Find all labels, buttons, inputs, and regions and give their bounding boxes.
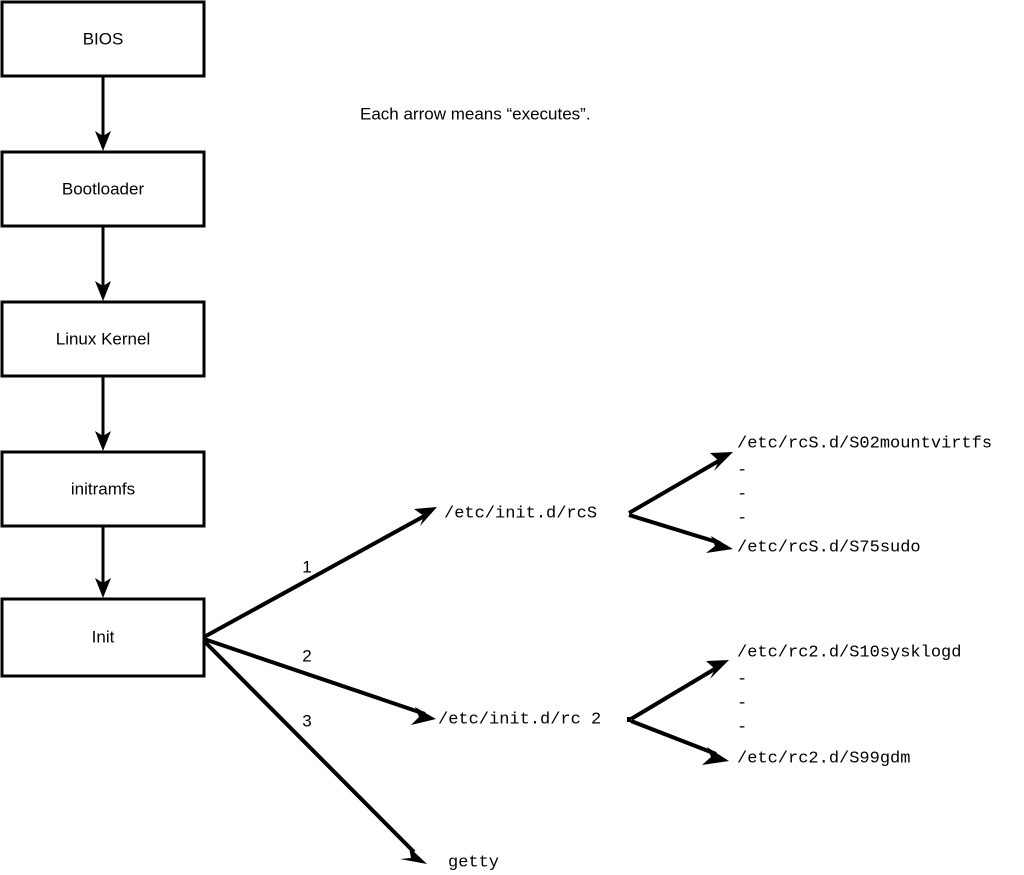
arrowhead-bios-to-bootloader [95,131,111,151]
rcs-script-fan [627,452,733,553]
init-branch-3: 3 [202,639,427,864]
rc2-script-fan [627,660,729,765]
box-bios-rect [0,0,206,78]
rc2-fan-lower-arrowhead [702,747,729,765]
rcs-script-last-label: /etc/rcS.d/S75sudo [737,538,921,557]
rcs-fan-upper-line [627,457,724,515]
box-linux-kernel[interactable]: Linux Kernel [0,300,206,378]
branch-target-rcs-label: /etc/init.d/rcS [444,504,597,523]
box-init[interactable]: Init [0,597,206,678]
rcs-ellipsis-dash-2: - [737,485,747,504]
rc2-script-last-label: /etc/rc2.d/S99gdm [737,749,910,768]
box-initramfs-label: initramfs [71,479,135,498]
box-init-label: Init [92,627,115,646]
box-linux-kernel-rect [0,300,206,378]
box-bios-label: BIOS [83,29,124,48]
arrowhead-kernel-to-initramfs [95,431,111,451]
box-initramfs-rect [0,450,206,528]
branch-1-line [203,512,429,639]
rc2-ellipsis-dash-2: - [737,694,747,713]
box-bios[interactable]: BIOS [0,0,206,78]
rcs-ellipsis-dash-3: - [737,509,747,528]
arrowhead-initramfs-to-init [95,578,111,598]
branch-2-number: 2 [302,646,311,665]
branch-2-line [203,637,426,716]
branch-3-line [202,639,416,854]
box-init-rect [0,597,206,678]
branch-3-arrowhead [400,847,427,864]
rc2-ellipsis-dash-1: - [737,670,747,689]
box-bootloader[interactable]: Bootloader [0,150,206,228]
rc2-fan-upper-arrowhead [706,660,729,679]
rcs-script-first-label: /etc/rcS.d/S02mountvirtfs [737,434,992,453]
rc2-ellipsis-dash-3: - [737,718,747,737]
rc2-script-first-label: /etc/rc2.d/S10sysklogd [737,643,961,662]
vertical-connectors [95,76,111,598]
branch-1-arrowhead [414,507,437,526]
init-branch-2: 2 [203,637,436,725]
arrowhead-bootloader-to-kernel [95,281,111,301]
rcs-fan-lower-line [628,513,721,545]
legend-note: Each arrow means “executes”. [360,104,591,123]
branch-target-rc2-label: /etc/init.d/rc 2 [438,710,601,729]
box-initramfs[interactable]: initramfs [0,450,206,528]
rcs-ellipsis-dash-1: - [737,461,747,480]
rcs-fan-lower-arrowhead [706,536,733,553]
rcs-fan-upper-arrowhead [710,452,733,471]
box-bootloader-label: Bootloader [62,179,145,198]
init-branch-1: 1 [203,507,437,639]
branch-2-arrowhead [411,707,436,725]
rc2-fan-upper-line [629,665,720,721]
branch-1-number: 1 [302,557,311,576]
box-bootloader-rect [0,150,206,228]
branch-target-getty-label: getty [448,853,499,872]
rc2-fan-lower-line [630,719,717,756]
box-linux-kernel-label: Linux Kernel [56,329,151,348]
branch-3-number: 3 [302,711,311,730]
